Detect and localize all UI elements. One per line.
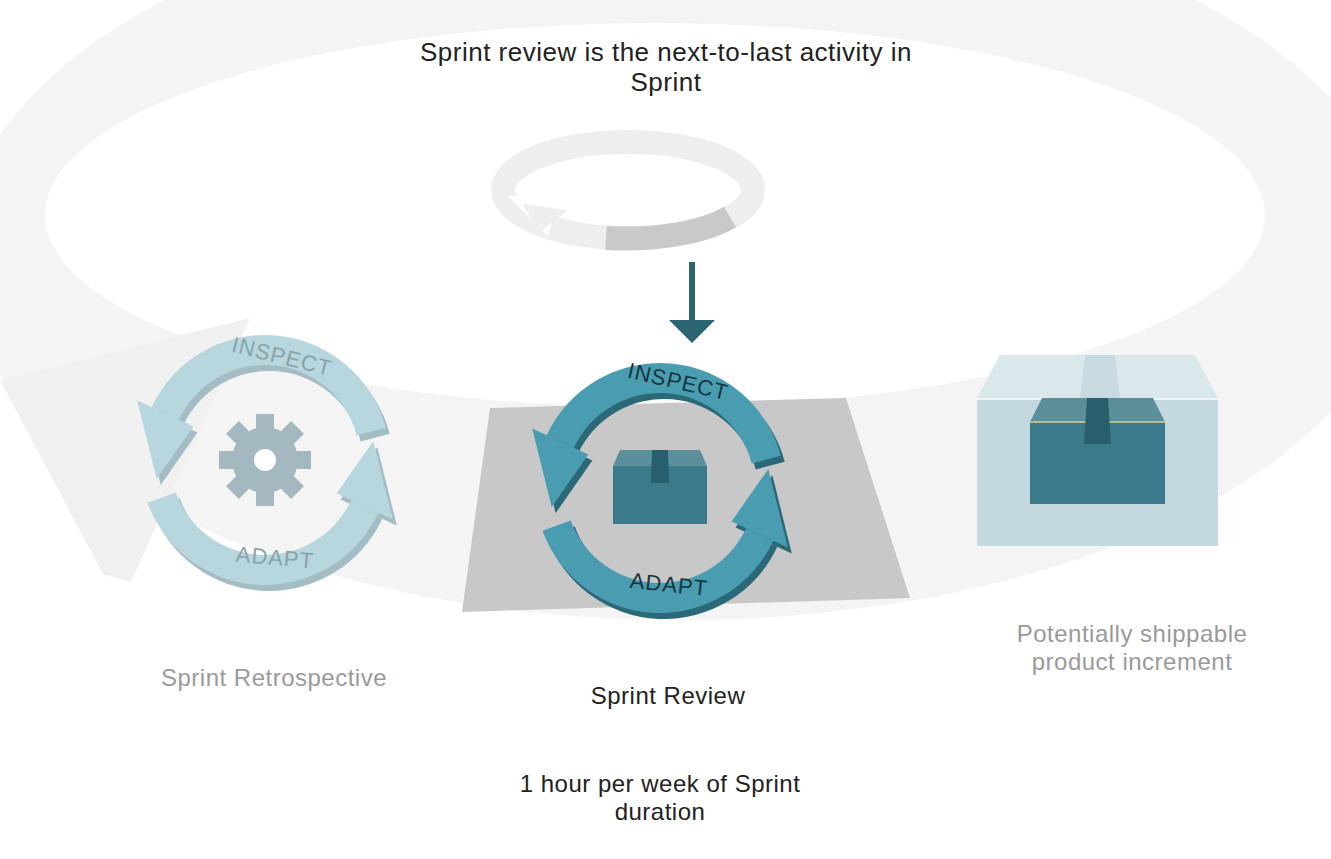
- cycle-arrows: [532, 363, 788, 613]
- mini-cycle-review-segment: [606, 217, 730, 239]
- gear-body: [232, 427, 298, 493]
- cycle-word: INSPECT: [625, 358, 730, 406]
- cycle-arrowhead: [337, 441, 393, 520]
- cycle-arrows: [137, 335, 393, 585]
- gear-icon: [219, 414, 311, 506]
- activity-label: Sprint Retrospective: [161, 664, 387, 692]
- crate-tape: [1080, 355, 1120, 398]
- cycle-arrowhead: [532, 428, 588, 507]
- review-highlight: [462, 398, 910, 612]
- activity-label: Sprint Review: [591, 682, 746, 710]
- cycle-word: INSPECT: [229, 332, 334, 381]
- text-slot: Sprint Review: [508, 682, 828, 710]
- diagram-title: Sprint review is the next-to-last activi…: [406, 38, 926, 98]
- text-slot: Potentially shippable product increment: [972, 620, 1292, 675]
- cycle-arc: [148, 492, 379, 585]
- review-cycle-icon: [532, 363, 792, 619]
- product-box-tape: [1084, 398, 1111, 444]
- box-tape: [651, 450, 669, 483]
- text-slot: ADAPT: [199, 539, 351, 577]
- sprint-review-cycle: INSPECT ADAPT Sprint Review: [505, 340, 835, 720]
- duration-note: 1 hour per week of Sprint duration: [510, 770, 810, 825]
- pointer-arrow: [689, 262, 695, 322]
- cycle-word: ADAPT: [629, 568, 710, 601]
- mini-cycle-arrowhead: [522, 204, 568, 232]
- pointer-arrowhead: [669, 320, 715, 343]
- product-increment: Potentially shippable product increment: [960, 350, 1305, 680]
- text-slot: INSPECT: [206, 326, 358, 387]
- text-slot: Sprint Retrospective: [114, 664, 434, 692]
- text-slot: INSPECT: [602, 352, 754, 410]
- sprint-mini-cycle: [503, 142, 753, 238]
- crate-front: [977, 398, 1218, 546]
- cycle-word: ADAPT: [235, 542, 315, 574]
- retrospective-cycle: INSPECT ADAPT Sprint Retrospective: [110, 330, 438, 700]
- gear-hole: [254, 449, 276, 471]
- box-icon: [613, 450, 707, 524]
- cycle-arrowhead: [732, 469, 788, 548]
- artifact-label: Potentially shippable product increment: [972, 620, 1292, 675]
- band-cut: [0, 545, 140, 606]
- title-slot: Sprint review is the next-to-last activi…: [406, 38, 926, 98]
- product-increment-icon: [977, 355, 1218, 546]
- text-slot: ADAPT: [593, 564, 745, 605]
- sprint-cycle-band: [0, 0, 1331, 620]
- crate-top: [977, 355, 1218, 398]
- gear: [219, 414, 311, 506]
- retrospective-cycle-icon: [137, 335, 397, 591]
- cycle-arc: [543, 520, 774, 613]
- cycle-arrowhead: [137, 400, 193, 479]
- label-slot: 1 hour per week of Sprint duration: [510, 770, 810, 825]
